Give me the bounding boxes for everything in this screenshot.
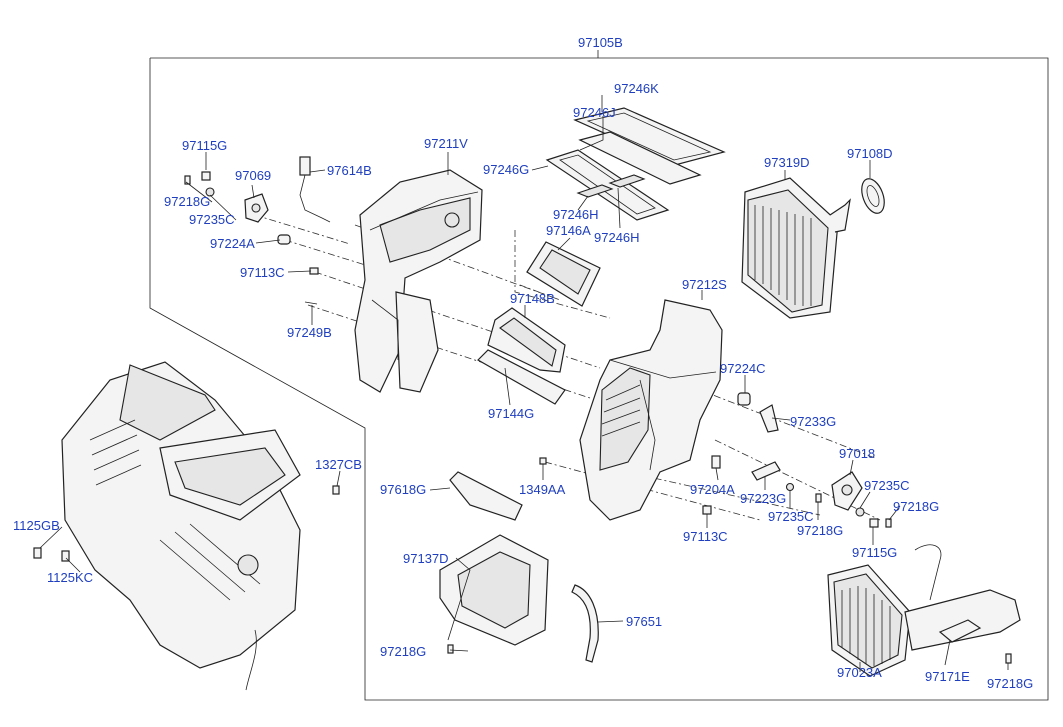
label-97224C: 97224C — [720, 361, 766, 376]
screw-1349AA — [539, 457, 547, 465]
bracket-97171E — [938, 619, 982, 643]
label-97148B: 97148B — [510, 291, 555, 306]
label-97614B: 97614B — [327, 163, 372, 178]
label-97218G-mid: 97218G — [797, 523, 843, 538]
label-97018: 97018 — [839, 446, 875, 461]
label-97246K: 97246K — [614, 81, 659, 96]
drain-hose-97651 — [571, 584, 599, 663]
label-1327CB: 1327CB — [315, 457, 362, 472]
screw-97218G-bottom — [447, 644, 454, 654]
filter-97144G — [477, 349, 566, 405]
label-97212S: 97212S — [682, 277, 727, 292]
clip-97235C-right — [855, 507, 865, 517]
filter-frame-97246G — [545, 149, 670, 221]
label-97105B: 97105B — [578, 35, 623, 50]
cover-97618G — [449, 471, 523, 521]
label-97204A: 97204A — [690, 482, 735, 497]
clip-97113C-top — [309, 267, 319, 275]
label-97218G-top: 97218G — [164, 194, 210, 209]
label-1125GB: 1125GB — [13, 518, 60, 533]
label-97235C-right: 97235C — [864, 478, 910, 493]
o-ring-97108D — [861, 178, 885, 214]
label-97246H-left: 97246H — [553, 207, 599, 222]
label-97144G: 97144G — [488, 406, 534, 421]
label-97108D: 97108D — [847, 146, 893, 161]
label-97069: 97069 — [235, 168, 271, 183]
label-97115G-top: 97115G — [182, 138, 227, 153]
lower-housing-97137D — [439, 534, 549, 646]
part-labels: 97105B 97246K 97246J 97246G 97246H 97246… — [13, 35, 1033, 691]
label-97246J: 97246J — [573, 105, 616, 120]
label-97235C-top: 97235C — [189, 212, 235, 227]
upper-case-97211V — [354, 169, 483, 393]
lever-97233G — [759, 404, 779, 433]
label-97113C-top: 97113C — [240, 265, 285, 280]
clip-97113C-mid — [702, 505, 712, 515]
filter-cover-97146A — [526, 241, 601, 307]
actuator-97069 — [244, 193, 269, 223]
label-97249B: 97249B — [287, 325, 332, 340]
label-97137D: 97137D — [403, 551, 449, 566]
lever-97223G — [751, 461, 781, 481]
filter-strips-97246H — [576, 174, 646, 198]
evaporator-core-97319D — [741, 177, 851, 319]
leader-lines — [39, 95, 1009, 672]
lower-case-97212S — [579, 299, 723, 521]
clip-97235C-mid — [785, 482, 795, 492]
sensor-97614B — [299, 156, 331, 223]
label-97115G-right: 97115G — [852, 545, 897, 560]
assembly-frame — [149, 57, 1049, 701]
link-97224A — [277, 234, 291, 245]
label-97651: 97651 — [626, 614, 662, 629]
label-97023A: 97023A — [837, 665, 882, 680]
label-97224A: 97224A — [210, 236, 255, 251]
screw-97115G-top — [201, 171, 211, 181]
screw-97218G-mid — [815, 493, 822, 503]
screw-1125KC — [61, 550, 70, 562]
label-97146A: 97146A — [546, 223, 591, 238]
label-97319D: 97319D — [764, 155, 810, 170]
screw-1327CB — [332, 485, 340, 495]
label-97218G-bottom-right: 97218G — [987, 676, 1033, 691]
label-1349AA: 1349AA — [519, 482, 566, 497]
screw-97218G-top — [184, 175, 191, 185]
pin-97249B — [304, 301, 318, 305]
clip-97235C-top — [205, 187, 215, 197]
filter-element-97246J — [578, 131, 702, 185]
label-97218G-right: 97218G — [893, 499, 939, 514]
screw-97218G-br — [1005, 653, 1012, 664]
heater-core-97023A — [827, 544, 1021, 677]
label-97246G: 97246G — [483, 162, 529, 177]
label-97235C-mid: 97235C — [768, 509, 814, 524]
label-97218G-bottom: 97218G — [380, 644, 426, 659]
label-97618G: 97618G — [380, 482, 426, 497]
screw-1125GB — [33, 547, 42, 559]
label-97171E: 97171E — [925, 669, 970, 684]
label-97211V: 97211V — [424, 136, 468, 151]
label-1125KC: 1125KC — [47, 570, 93, 585]
link-97204A — [711, 455, 721, 469]
assembled-heater-unit — [61, 361, 301, 691]
door-97148B — [487, 307, 566, 373]
label-97233G: 97233G — [790, 414, 836, 429]
screw-97115G-right — [869, 518, 879, 528]
label-97246H-right: 97246H — [594, 230, 640, 245]
label-97223G: 97223G — [740, 491, 786, 506]
actuator-97018 — [831, 471, 863, 511]
screw-97218G-right — [885, 518, 892, 528]
label-97113C-mid: 97113C — [683, 529, 728, 544]
link-97224C — [737, 392, 751, 406]
